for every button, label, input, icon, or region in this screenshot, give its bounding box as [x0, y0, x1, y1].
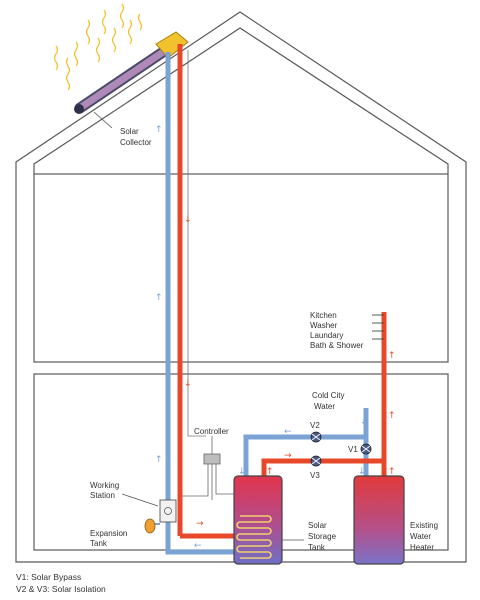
flow-arrow-up: ↑ [266, 467, 274, 477]
controller-label: Controller [194, 427, 229, 436]
solar-collector-label-1: Solar [120, 127, 139, 136]
cold-city-pipe [243, 408, 369, 478]
flow-arrow-right: → [196, 519, 204, 529]
collector-sensor-wire [187, 50, 206, 437]
flow-arrow-up: ↑ [388, 467, 396, 477]
storage-tank-label-2: Storage [308, 532, 337, 541]
valve-v2 [310, 431, 322, 443]
flow-arrow-down: ↓ [238, 467, 246, 477]
legend-v2-v3: V2 & V3: Solar Isolation [16, 584, 106, 594]
use-laundary: Laundary [310, 331, 343, 340]
flow-arrow-down: ↓ [358, 467, 366, 477]
controller [182, 436, 236, 500]
water-heater-label-2: Water [410, 532, 431, 541]
working-station-leader [121, 493, 159, 507]
solar-collector-label-2: Collector [120, 138, 152, 147]
water-heater-label-1: Existing [410, 521, 438, 530]
valve-v1 [360, 443, 372, 455]
collector-label-leader [93, 111, 113, 129]
flow-arrow-down: ↓ [184, 379, 192, 389]
house-uses-manifold [372, 314, 384, 340]
storage-tank-coil [236, 515, 272, 559]
solar-collector [74, 31, 189, 129]
flow-arrow-left: ← [284, 427, 292, 437]
controller-wires [182, 464, 236, 500]
valve-v3-label: V3 [310, 471, 320, 480]
working-station-label-1: Working [90, 481, 119, 490]
flow-arrow-up: ↑ [155, 455, 163, 465]
expansion-tank [144, 518, 160, 534]
expansion-tank-body [144, 518, 156, 534]
flow-arrow-up: ↑ [388, 351, 396, 361]
use-bath-shower: Bath & Shower [310, 341, 364, 350]
cold-city-water-label-2: Water [314, 402, 335, 411]
hot-pipes [177, 44, 387, 539]
collector-end-cap [74, 104, 84, 114]
valve-v1-label: V1 [348, 445, 358, 454]
flow-arrow-down: ↓ [360, 417, 368, 427]
controller-box [203, 453, 221, 465]
working-station-label-2: Station [90, 491, 115, 500]
flow-arrow-up: ↑ [155, 293, 163, 303]
legend-v1: V1: Solar Bypass [16, 572, 81, 582]
flow-arrow-right: → [284, 451, 292, 461]
storage-tank-label-1: Solar [308, 521, 327, 530]
house-inner-roof [33, 27, 449, 174]
flow-arrow-down: ↓ [184, 215, 192, 225]
hot-to-heater-pipe [261, 458, 387, 478]
floor-middle [33, 173, 449, 363]
storage-tank-body [233, 475, 283, 565]
water-heater-label-3: Heater [410, 543, 434, 552]
water-heater-body [353, 475, 405, 565]
collector-header [155, 31, 189, 59]
storage-tank-label-3: Tank [308, 543, 326, 552]
cold-city-water-label-1: Cold City [312, 391, 344, 400]
expansion-tank-label-2: Tank [90, 539, 108, 548]
flow-arrow-up: ↑ [388, 411, 396, 421]
flow-arrow-up: ↑ [155, 125, 163, 135]
flow-arrow-left: ← [194, 541, 202, 551]
sun-rays [53, 3, 143, 91]
use-kitchen: Kitchen [310, 311, 337, 320]
working-station [121, 493, 177, 523]
solar-storage-tank [233, 475, 304, 565]
collector-tube-inner [76, 46, 170, 112]
existing-water-heater [353, 475, 405, 565]
working-station-box [159, 499, 177, 523]
use-washer: Washer [310, 321, 338, 330]
valve-v2-label: V2 [310, 421, 320, 430]
valve-v3 [310, 455, 322, 467]
expansion-tank-label-1: Expansion [90, 529, 127, 538]
